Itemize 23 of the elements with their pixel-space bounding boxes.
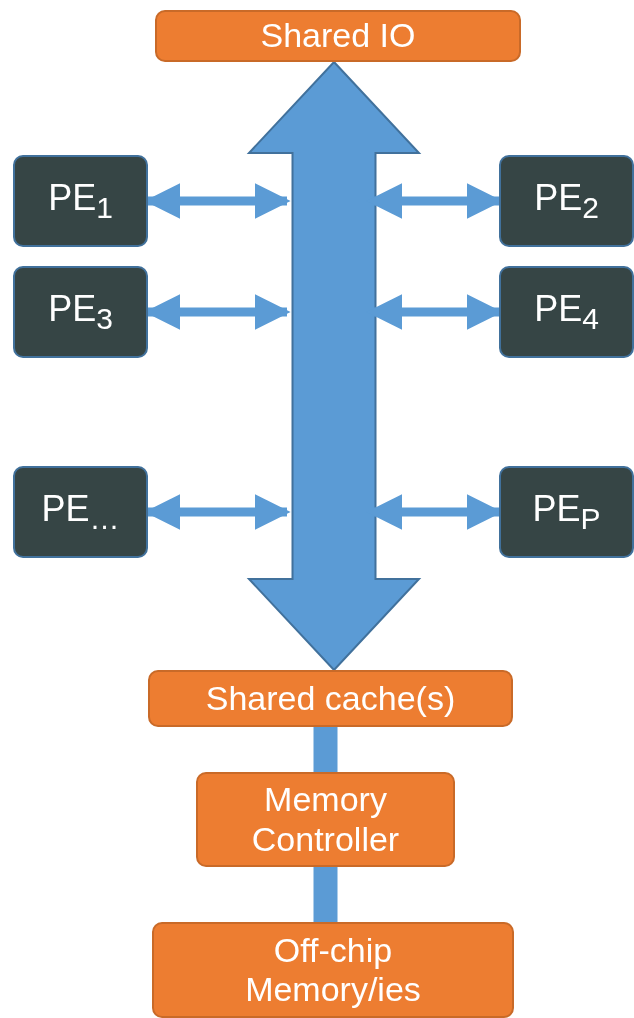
box-label: PE$_{P}$ [532, 487, 601, 537]
component-box [196, 772, 455, 867]
box-label: Shared IO [260, 16, 416, 56]
component-box [155, 10, 521, 62]
connector-bar [313, 867, 338, 922]
processing-element-box [13, 466, 148, 558]
connector-bar [313, 727, 338, 772]
box-label: PE$_{4}$ [534, 287, 599, 337]
box-label: Memory Controller [250, 780, 401, 859]
bus-arrow [246, 60, 422, 672]
processing-element-box [13, 155, 148, 247]
component-box [148, 670, 513, 727]
processing-element-box [499, 266, 634, 358]
box-label: Shared cache(s) [205, 678, 456, 719]
box-label: PE$_{…}$ [41, 487, 120, 537]
box-label: PE$_{3}$ [48, 287, 113, 337]
box-label: Off-chip Memory/ies [244, 930, 422, 1010]
processing-element-box [13, 266, 148, 358]
processing-element-box [499, 155, 634, 247]
component-box [152, 922, 514, 1018]
box-label: PE$_{2}$ [534, 176, 599, 226]
box-label: PE$_{1}$ [48, 176, 113, 226]
processing-element-box [499, 466, 634, 558]
